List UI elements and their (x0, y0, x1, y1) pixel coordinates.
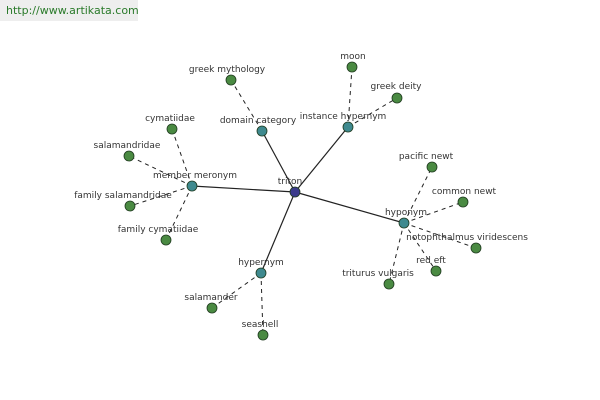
edge-hyponym-red-eft (403, 222, 437, 272)
graph-edges (128, 66, 477, 336)
relation-label-instance-hypernym: instance hypernym (300, 112, 387, 122)
leaf-label-salamandridae: salamandridae (94, 141, 161, 151)
watermark-url: http://www.artikata.com (6, 4, 139, 17)
relation-label-member-meronym: member meronym (153, 171, 237, 181)
relation-node-hypernym[interactable] (255, 267, 267, 279)
edge-triton-hypernym (260, 191, 296, 274)
leaf-node-salamander[interactable] (206, 302, 218, 314)
center-label-triton: triton (278, 177, 302, 187)
relation-node-member-meronym[interactable] (186, 180, 198, 192)
leaf-label-notophthalmus-viridescens: notophthalmus viridescens (406, 233, 528, 243)
relation-label-hyponym: hyponym (385, 208, 427, 218)
edge-hyponym-triturus-vulgaris (388, 222, 405, 285)
leaf-node-seashell[interactable] (257, 329, 269, 341)
leaf-label-seashell: seashell (242, 320, 279, 330)
leaf-node-triturus-vulgaris[interactable] (383, 278, 395, 290)
leaf-node-family-salamandridae[interactable] (124, 200, 136, 212)
edge-domain-category-greek-mythology (230, 79, 263, 132)
graph-nodes (123, 61, 482, 341)
edge-member-meronym-cymatiidae (171, 128, 193, 187)
edge-hypernym-salamander (211, 272, 262, 309)
edge-instance-hypernym-greek-deity (347, 97, 398, 128)
leaf-node-notophthalmus-viridescens[interactable] (470, 242, 482, 254)
leaf-label-common-newt: common newt (432, 187, 497, 197)
leaf-label-pacific-newt: pacific newt (399, 152, 454, 162)
leaf-node-cymatiidae[interactable] (166, 123, 178, 135)
relation-node-domain-category[interactable] (256, 125, 268, 137)
leaf-node-moon[interactable] (346, 61, 358, 73)
edge-triton-hyponym (294, 191, 405, 224)
edge-triton-instance-hypernym (294, 126, 349, 193)
leaf-label-salamander: salamander (184, 293, 237, 303)
leaf-node-greek-mythology[interactable] (225, 74, 237, 86)
leaf-label-cymatiidae: cymatiidae (145, 114, 195, 124)
edge-instance-hypernym-moon (347, 66, 353, 128)
relation-node-instance-hypernym[interactable] (342, 121, 354, 133)
edge-member-meronym-salamandridae (128, 155, 193, 187)
edge-triton-domain-category (261, 130, 296, 193)
leaf-label-family-salamandridae: family salamandridae (74, 191, 172, 201)
edge-hyponym-common-newt (403, 201, 464, 224)
edge-member-meronym-family-cymatiidae (165, 185, 193, 241)
leaf-node-common-newt[interactable] (457, 196, 469, 208)
leaf-label-greek-mythology: greek mythology (189, 65, 266, 75)
leaf-label-greek-deity: greek deity (371, 82, 423, 92)
leaf-node-pacific-newt[interactable] (426, 161, 438, 173)
leaf-node-salamandridae[interactable] (123, 150, 135, 162)
edge-hyponym-pacific-newt (403, 166, 433, 224)
relation-label-hypernym: hypernym (238, 258, 284, 268)
leaf-label-triturus-vulgaris: triturus vulgaris (342, 269, 414, 279)
leaf-node-red-eft[interactable] (430, 265, 442, 277)
center-node-triton[interactable] (289, 186, 301, 198)
leaf-node-family-cymatiidae[interactable] (160, 234, 172, 246)
relation-node-hyponym[interactable] (398, 217, 410, 229)
edge-member-meronym-family-salamandridae (129, 185, 193, 207)
edge-triton-member-meronym (191, 185, 296, 193)
leaf-node-greek-deity[interactable] (391, 92, 403, 104)
watermark: http://www.artikata.com (0, 0, 139, 21)
leaf-label-family-cymatiidae: family cymatiidae (118, 225, 199, 235)
leaf-label-red-eft: red eft (416, 256, 446, 266)
leaf-label-moon: moon (340, 52, 365, 62)
edge-hypernym-seashell (260, 272, 264, 336)
relation-label-domain-category: domain category (220, 116, 297, 126)
